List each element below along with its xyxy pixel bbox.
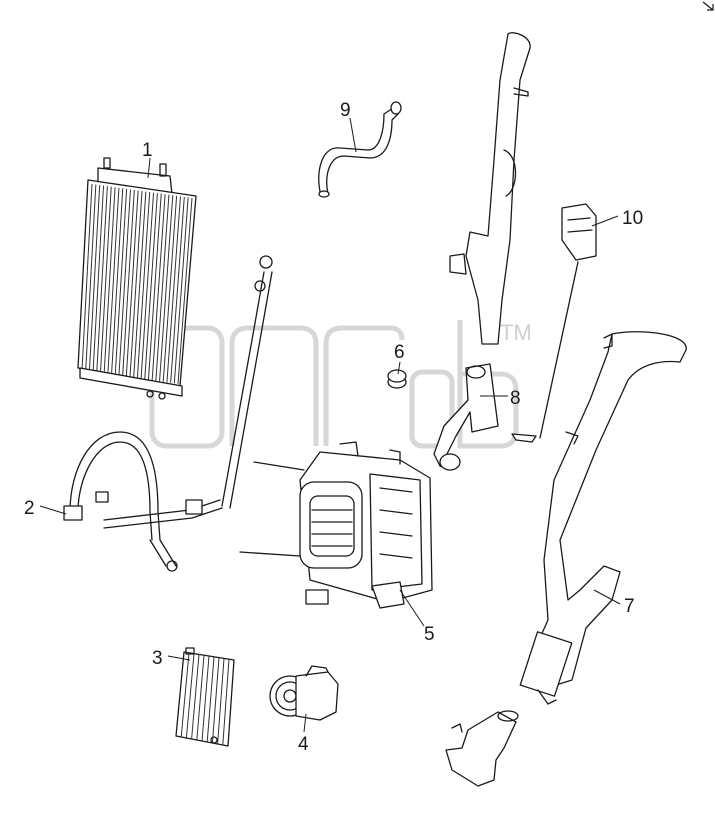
- corner-arrow-icon: [702, 1, 714, 11]
- callout-7: 7: [624, 596, 635, 617]
- callout-6: 6: [394, 342, 405, 363]
- watermark-logo: TM: [149, 320, 532, 449]
- callout-1: 1: [142, 140, 153, 161]
- condenser-fins: [81, 183, 193, 385]
- leader-lines: [39, 117, 621, 733]
- part-ac-hose-assembly: [63, 255, 273, 572]
- callout-2: 2: [24, 498, 35, 519]
- part-duct-elbow: [433, 363, 499, 471]
- part-small-elbow: [445, 710, 519, 787]
- callout-10: 10: [622, 208, 643, 229]
- part-upper-duct: [449, 32, 531, 345]
- callout-labels: 1 2 3 4 5 6 7 8 9 10: [24, 100, 643, 755]
- callout-8: 8: [510, 388, 521, 409]
- part-hose: [318, 101, 402, 198]
- callout-4: 4: [298, 734, 309, 755]
- callout-9: 9: [340, 100, 351, 121]
- callout-3: 3: [152, 648, 163, 669]
- callout-5: 5: [424, 624, 435, 645]
- part-compressor: [269, 665, 339, 721]
- part-condenser: [77, 157, 197, 400]
- part-cap: [387, 369, 407, 389]
- watermark-tm: TM: [500, 320, 532, 345]
- core-fins: [180, 652, 230, 746]
- part-heater-core: [175, 647, 235, 747]
- part-hvac-unit: [239, 441, 433, 609]
- part-long-duct: [519, 331, 687, 705]
- part-actuator: [511, 203, 597, 443]
